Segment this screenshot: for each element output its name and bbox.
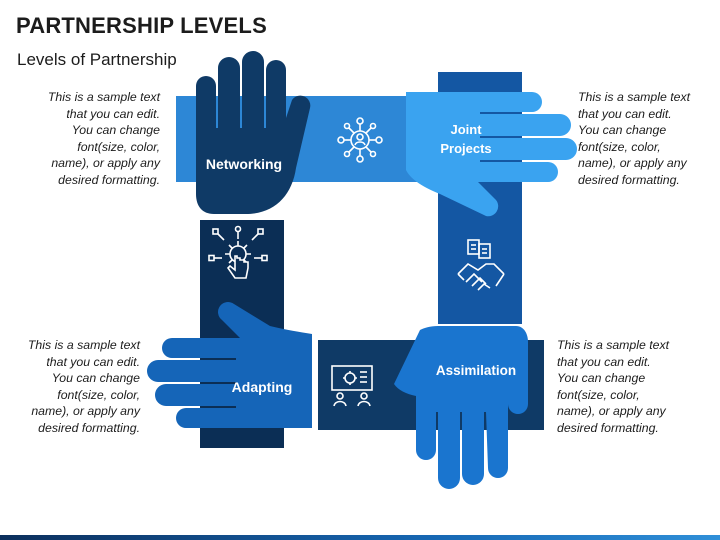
network-people-icon: [337, 117, 383, 163]
joint-projects-label-line1: Joint: [450, 122, 482, 137]
page-title: PARTNERSHIP LEVELS: [16, 13, 267, 38]
assimilation-label: Assimilation: [436, 363, 516, 378]
presentation-meeting-icon: [331, 365, 373, 407]
gear-hand-touch-icon: [208, 225, 268, 279]
description-joint-projects: This is a sample text that you can edit.…: [578, 90, 691, 187]
footer-accent-bar: [0, 535, 720, 540]
joint-projects-hand: Joint Projects: [406, 92, 577, 217]
networking-label: Networking: [206, 156, 282, 172]
handshake-documents-icon: [457, 239, 505, 291]
joint-projects-label-line2: Projects: [440, 141, 491, 156]
description-networking: This is a sample text that you can edit.…: [47, 90, 160, 187]
adapting-hand: Adapting: [147, 302, 312, 428]
assimilation-hand: Assimilation: [394, 326, 528, 489]
description-assimilation: This is a sample text that you can edit.…: [557, 338, 670, 435]
adapting-label: Adapting: [232, 379, 293, 395]
networking-hand: Networking: [196, 51, 311, 214]
description-adapting: This is a sample text that you can edit.…: [27, 338, 140, 435]
page-subtitle: Levels of Partnership: [17, 50, 177, 69]
